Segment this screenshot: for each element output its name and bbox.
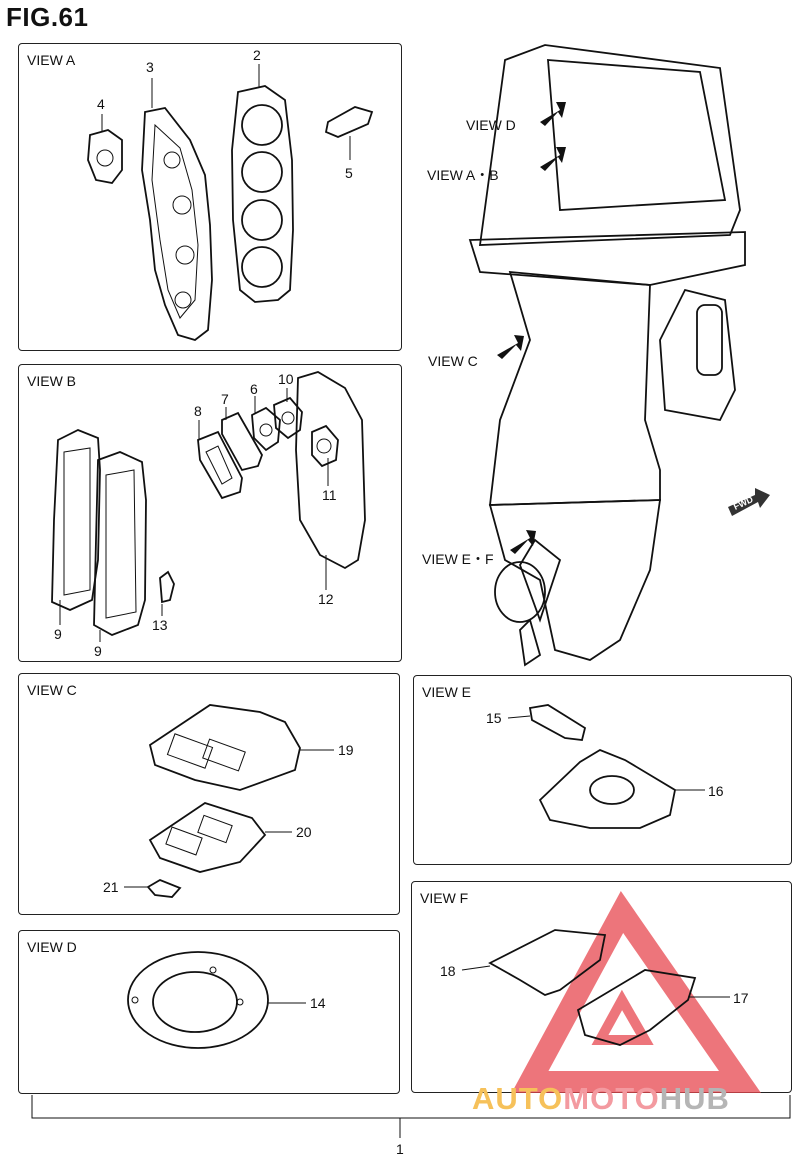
watermark: AUTOMOTOHUB	[472, 1081, 730, 1117]
gasket-2-icon	[231, 85, 294, 303]
view-e-panel: VIEW E	[413, 675, 792, 865]
part-number: 11	[322, 487, 337, 503]
part-number: 2	[253, 47, 261, 63]
view-c-label: VIEW C	[27, 682, 77, 698]
part-number: 7	[221, 391, 229, 407]
gasket-9-right-icon	[93, 451, 147, 636]
callout-arrows-icon	[497, 102, 566, 554]
part-number: 20	[296, 824, 312, 840]
part-number: 9	[54, 626, 62, 642]
gasket-11-icon	[311, 424, 339, 468]
gasket-19-icon	[148, 704, 301, 791]
callout-view-ef: VIEW E・F	[422, 551, 494, 567]
view-f-label: VIEW F	[420, 890, 469, 906]
fwd-arrow-icon	[728, 488, 770, 516]
gasket-17-icon	[576, 969, 697, 1046]
gasket-13-icon	[159, 570, 175, 604]
part-number: 6	[250, 381, 258, 397]
outboard-motor-icon	[468, 44, 746, 667]
part-number: 19	[338, 742, 354, 758]
gasket-9-left-icon	[51, 429, 101, 611]
part-number: 12	[318, 591, 334, 607]
part-number: 18	[440, 963, 456, 979]
part-number: 13	[152, 617, 168, 633]
gasket-20-icon	[148, 802, 267, 873]
watermark-moto: MOTO	[563, 1081, 660, 1116]
part-number: 21	[103, 879, 119, 895]
gasket-6-icon	[251, 406, 281, 452]
callout-view-d: VIEW D	[466, 117, 516, 133]
view-d-panel: VIEW D	[18, 930, 400, 1094]
part-number: 17	[733, 990, 749, 1006]
callout-view-c: VIEW C	[428, 353, 478, 369]
watermark-logo-icon	[511, 891, 762, 1093]
gasket-3-icon	[141, 107, 213, 341]
part-number: 16	[708, 783, 724, 799]
view-b-label: VIEW B	[27, 373, 77, 389]
part-number: 4	[97, 96, 105, 112]
gasket-15-icon	[528, 704, 587, 741]
part-number: 3	[146, 59, 154, 75]
gasket-12-icon	[295, 371, 366, 570]
gasket-10-icon	[273, 396, 303, 440]
view-b-panel: VIEW B	[18, 364, 402, 662]
view-e-label: VIEW E	[422, 684, 472, 700]
callout-view-ab: VIEW A・B	[427, 167, 499, 183]
gasket-18-icon	[488, 929, 607, 996]
assembly-number: 1	[396, 1141, 404, 1157]
part-number: 15	[486, 710, 502, 726]
assembly-bracket	[31, 1095, 791, 1138]
view-a-label: VIEW A	[27, 52, 76, 68]
gasket-14-icon	[127, 951, 269, 1049]
part-number: 5	[345, 165, 353, 181]
watermark-hub: HUB	[659, 1081, 730, 1116]
gasket-8-icon	[197, 430, 243, 500]
gasket-5-icon	[324, 106, 374, 138]
view-d-label: VIEW D	[27, 939, 77, 955]
part-number: 8	[194, 403, 202, 419]
part-number: 10	[278, 371, 294, 387]
figure-title: FIG.61	[6, 2, 89, 32]
gasket-16-icon	[538, 748, 677, 829]
watermark-auto: AUTO	[472, 1081, 564, 1116]
gasket-7-icon	[221, 411, 263, 472]
view-c-panel: VIEW C	[18, 673, 400, 915]
gasket-4-icon	[87, 129, 123, 184]
part-number: 9	[94, 643, 102, 659]
part-number: 14	[310, 995, 326, 1011]
gasket-21-icon	[146, 879, 182, 898]
